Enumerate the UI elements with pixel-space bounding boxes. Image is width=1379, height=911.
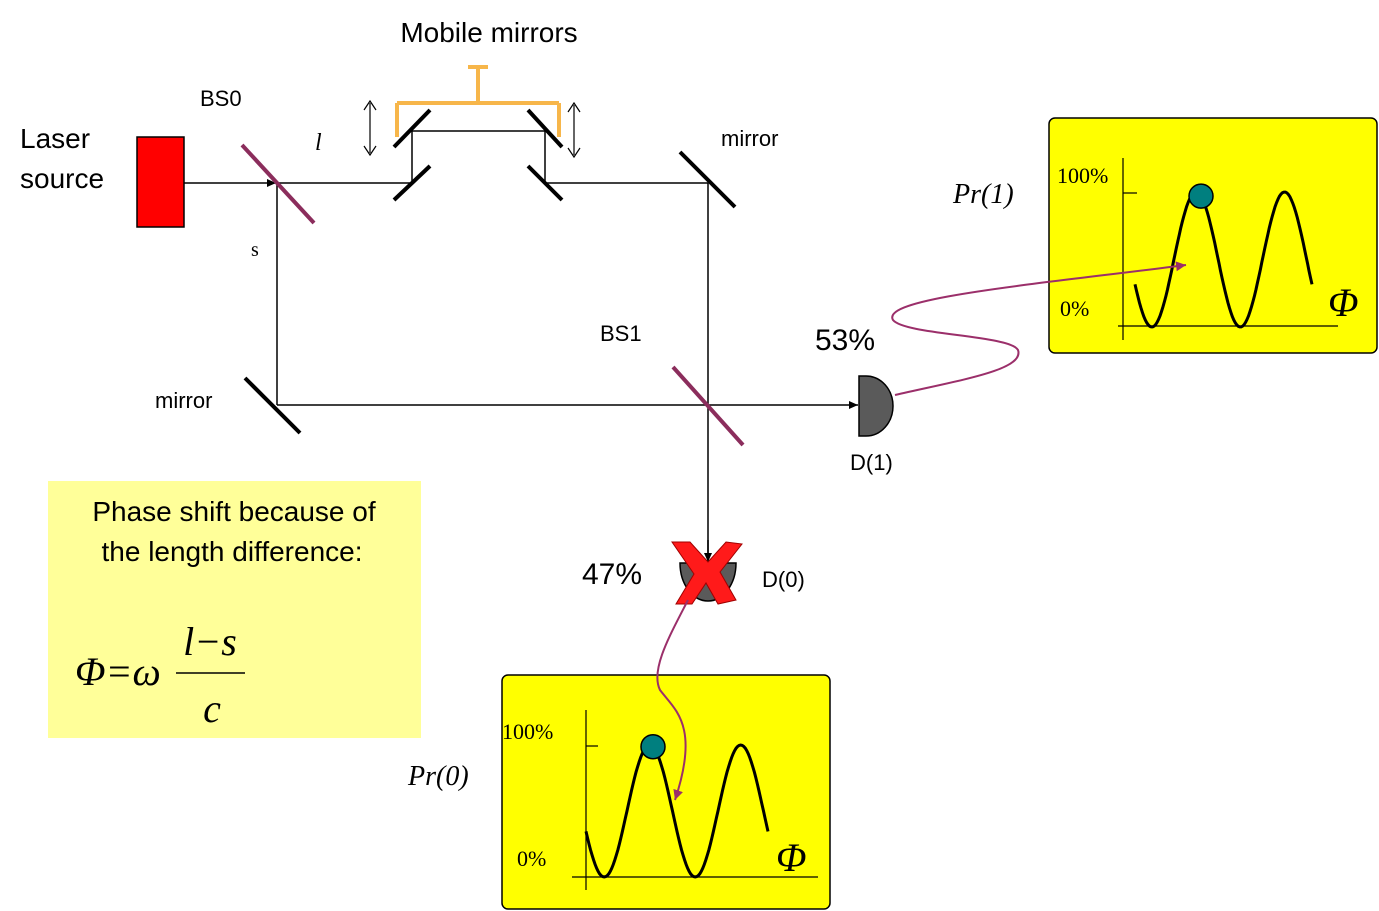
pr1-label: Pr(1) (952, 179, 1014, 210)
mobile-mirrors-label: Mobile mirrors (400, 17, 577, 48)
pr0-label: Pr(0) (407, 761, 469, 792)
graph-pr1-ymax: 100% (1057, 163, 1108, 188)
graph-pr0-ymax: 100% (502, 719, 553, 744)
detector-d1 (858, 375, 894, 437)
beam-splitter-bs1 (671, 365, 745, 447)
phase-shift-line2: the length difference: (101, 536, 362, 567)
signal-arrow-d0-to-graph (656, 599, 689, 801)
formula-denominator: c (203, 686, 221, 731)
pct-53-label: 53% (815, 324, 875, 357)
path-l-label: l (315, 130, 322, 156)
graph-pr1-dot (1188, 183, 1214, 209)
graph-pr1-curve (1133, 190, 1314, 329)
mirrors (243, 108, 737, 435)
path-s-label: s (251, 239, 259, 261)
movement-arrow-right (567, 101, 581, 159)
laser-label-line1: Laser (20, 123, 90, 154)
graph-pr1-axis-label: Φ (1328, 280, 1358, 325)
phase-shift-box (48, 481, 421, 738)
graph-pr1-ymin: 0% (1060, 296, 1089, 321)
pct-47-label: 47% (582, 558, 642, 591)
phase-shift-line1: Phase shift because of (92, 496, 376, 527)
blocked-cross-icon (671, 541, 743, 605)
laser-label-line2: source (20, 163, 104, 194)
signal-arrow-d1-to-graph (891, 261, 1187, 396)
movement-arrow-left (363, 99, 377, 157)
d1-label: D(1) (850, 450, 893, 475)
bs1-label: BS1 (600, 321, 642, 346)
d0-label: D(0) (762, 567, 805, 592)
formula-lhs: Φ=ω (75, 649, 161, 694)
graph-pr0-curve (584, 743, 770, 879)
mobile-mirror-mount (395, 65, 561, 137)
graph-pr0-axis-label: Φ (776, 835, 806, 880)
graph-pr0-ymin: 0% (517, 846, 546, 871)
bs0-label: BS0 (200, 86, 242, 111)
mirror-label-bottom: mirror (155, 388, 212, 413)
graph-pr0-dot (640, 733, 666, 760)
beam-splitter-bs0 (240, 143, 316, 225)
mirror-label-top: mirror (721, 126, 778, 151)
formula-numerator: l−s (183, 619, 237, 664)
laser-source (136, 136, 185, 228)
beam-paths (184, 130, 858, 560)
graph-pr0-panel (501, 674, 831, 910)
